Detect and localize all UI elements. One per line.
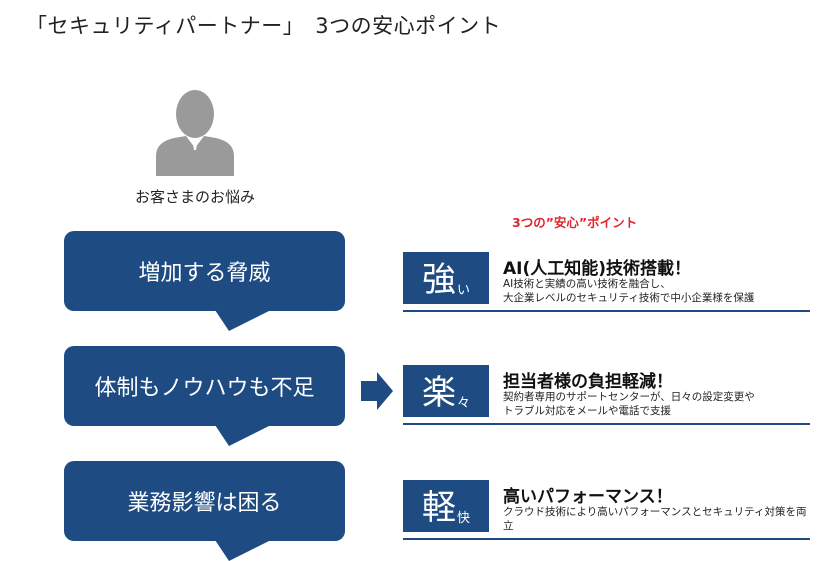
concern-bubble: 体制もノウハウも不足 (64, 346, 345, 446)
point-item: 楽 々 担当者様の負担軽減！ 契約者専用のサポートセンターが、日々の設定変更や … (403, 365, 810, 427)
bubble-tail (209, 531, 289, 561)
point-description: クラウド技術により高いパフォーマンスとセキュリティ対策を両立 (503, 506, 807, 532)
point-badge: 強 い (403, 252, 489, 304)
points-label: 3つの”安心”ポイント (512, 215, 638, 230)
point-kanji: 強 (421, 260, 456, 300)
page-title: 「セキュリティパートナー」 3つの安心ポイント (26, 14, 502, 38)
point-kanji: 軽 (421, 488, 456, 528)
point-underline (403, 423, 810, 425)
point-kanji: 楽 (421, 373, 456, 413)
concern-text: 増加する脅威 (138, 261, 271, 286)
concern-bubble: 増加する脅威 (64, 231, 345, 331)
point-underline (403, 310, 810, 312)
point-headline: 担当者様の負担軽減！ (503, 372, 673, 392)
point-item: 強 い AI(人工知能)技術搭載！ AI技術と実績の高い技術を融合し、 大企業レ… (403, 252, 810, 314)
point-description: 契約者専用のサポートセンターが、日々の設定変更や トラブル対応をメールや電話で支… (503, 391, 755, 417)
point-kanji-suffix: 快 (456, 511, 470, 526)
point-description: AI技術と実績の高い技術を融合し、 大企業レベルのセキュリティ技術で中小企業様を… (503, 278, 755, 304)
concern-bubble: 業務影響は困る (64, 461, 345, 561)
point-item: 軽 快 高いパフォーマンス！ クラウド技術により高いパフォーマンスとセキュリティ… (403, 480, 810, 542)
point-kanji-suffix: い (456, 283, 470, 298)
point-badge: 楽 々 (403, 365, 489, 417)
point-badge: 軽 快 (403, 480, 489, 532)
bubble-tail (209, 416, 289, 446)
point-headline: AI(人工知能)技術搭載！ (503, 259, 692, 279)
person-icon (156, 90, 234, 176)
point-headline: 高いパフォーマンス！ (503, 487, 673, 507)
right-arrow-icon (361, 372, 393, 410)
concern-text: 業務影響は困る (127, 491, 282, 516)
point-kanji-suffix: 々 (456, 396, 470, 411)
point-underline (403, 538, 810, 540)
concern-text: 体制もノウハウも不足 (94, 376, 315, 401)
bubble-tail (209, 301, 289, 331)
customer-caption: お客さまのお悩み (134, 188, 255, 206)
